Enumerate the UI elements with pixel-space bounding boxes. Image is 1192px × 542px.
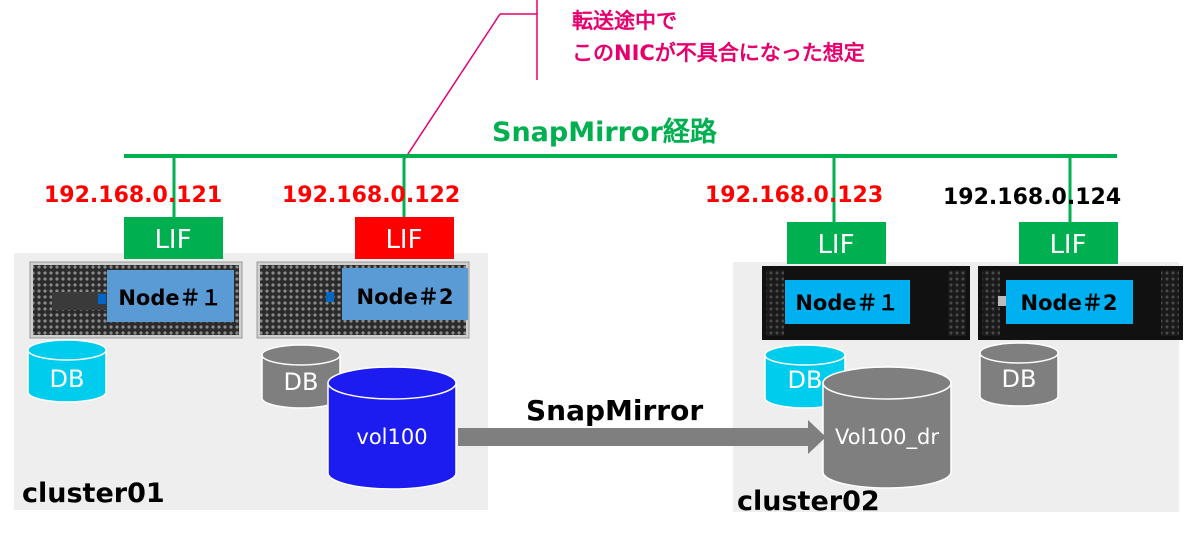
db-cylinder-c1n2: DB (261, 344, 341, 409)
db-cylinder-c1n1: DB (27, 339, 107, 403)
ip-label-4: 192.168.0.124 (943, 185, 1121, 210)
cluster02-node1-label-box (785, 280, 910, 324)
callout-line2: このNICが不具合になった想定 (572, 41, 865, 65)
cluster02-node2-label-box (1006, 280, 1133, 324)
ip-label-2: 192.168.0.122 (282, 183, 460, 208)
snapmirror-label: SnapMirror (526, 394, 703, 427)
db-label-c1n1: DB (50, 365, 85, 393)
cluster01-node1-label-box (107, 270, 234, 322)
lif-4: LIF (1019, 222, 1118, 264)
vol100-dr-cylinder: Vol100_dr (822, 366, 952, 489)
lif-2-fault: LIF (355, 217, 454, 259)
db-cylinder-c2n2: DB (979, 342, 1059, 407)
db-label-c2n1: DB (788, 366, 823, 394)
network-label: SnapMirror経路 (492, 116, 718, 148)
lif-1-label: LIF (154, 225, 191, 255)
cluster02-label: cluster02 (737, 486, 880, 517)
ip-label-1: 192.168.0.121 (44, 183, 222, 208)
snapmirror-arrow-head (808, 420, 826, 454)
netapp-logo-icon-2 (326, 292, 334, 302)
cluster02-node2-label: Node＃2 (1021, 291, 1118, 315)
cluster01-label: cluster01 (22, 478, 165, 509)
db-label-c1n2: DB (284, 368, 319, 396)
lif-3-label: LIF (817, 230, 854, 260)
cluster01-node2-label: Node＃2 (357, 285, 454, 309)
snapmirror-arrow-body (458, 428, 810, 446)
vol100-dr-label: Vol100_dr (835, 425, 939, 450)
callout-line1: 転送途中で (572, 9, 677, 33)
callout-leader-line (403, 13, 501, 161)
vol100-label: vol100 (356, 425, 427, 449)
lif-1: LIF (124, 217, 223, 259)
lif-2-label: LIF (385, 225, 422, 255)
netapp-logo-icon (98, 294, 106, 304)
lif-4-label: LIF (1049, 230, 1086, 260)
db-label-c2n2: DB (1002, 365, 1037, 393)
cluster01-node1-label: Node＃１ (118, 286, 221, 310)
vol100-cylinder: vol100 (327, 366, 457, 490)
cluster01-node2-label-box (342, 268, 468, 320)
ip-label-3: 192.168.0.123 (705, 183, 883, 208)
lif-3: LIF (787, 222, 886, 264)
cluster02-node1-label: Node＃１ (795, 291, 898, 315)
